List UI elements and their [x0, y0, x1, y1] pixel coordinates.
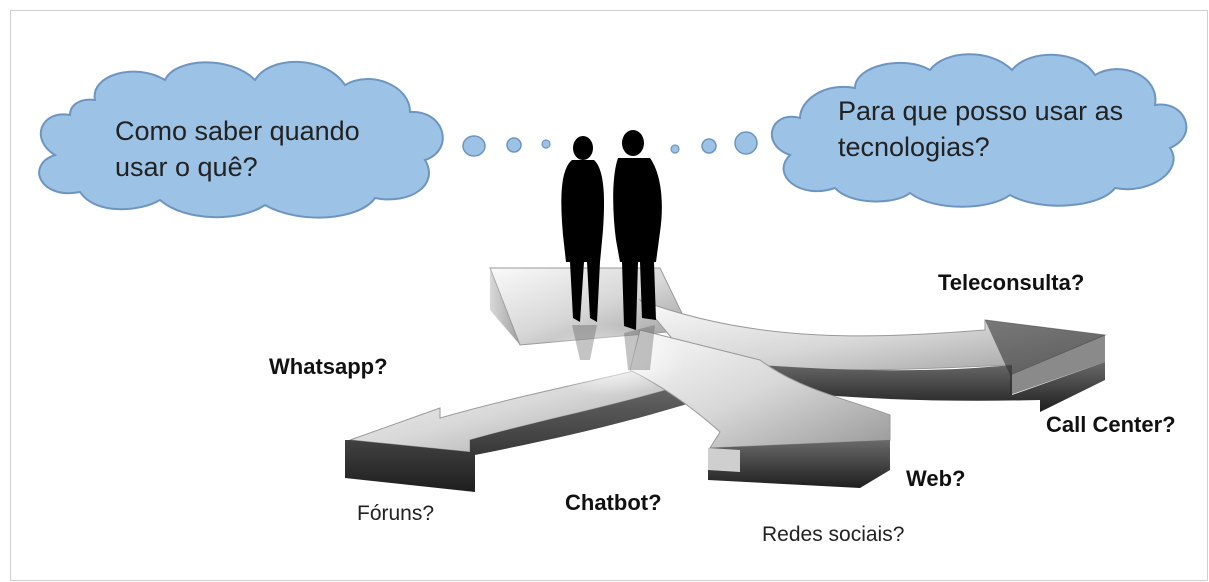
- label-redes-sociais: Redes sociais?: [762, 523, 905, 546]
- label-web: Web?: [906, 466, 966, 491]
- label-chatbot: Chatbot?: [565, 490, 662, 515]
- woman-silhouette: [561, 136, 605, 322]
- thought-right-text: Para que posso usar as tecnologias?: [838, 93, 1123, 166]
- thought-right-line1: Para que posso usar as: [838, 96, 1124, 126]
- label-call-center: Call Center?: [1046, 412, 1176, 437]
- thought-left-text: Como saber quando usar o quê?: [115, 113, 360, 186]
- thought-cloud-left: [38, 60, 444, 219]
- figure-frame: [10, 10, 1208, 581]
- thought-right-line2: tecnologias?: [838, 132, 990, 163]
- business-people-silhouette: [561, 130, 662, 370]
- man-silhouette: [613, 130, 662, 330]
- thought-left-line2: usar o quê?: [115, 152, 258, 183]
- thought-bubbles: [462, 131, 758, 157]
- thought-cloud-right: [770, 53, 1188, 208]
- thought-left-line1: Como saber quando: [115, 116, 360, 146]
- label-foruns: Fóruns?: [357, 502, 435, 525]
- crossroads-arrows: [345, 267, 1107, 492]
- label-whatsapp: Whatsapp?: [269, 354, 388, 379]
- label-teleconsulta: Teleconsulta?: [938, 270, 1085, 295]
